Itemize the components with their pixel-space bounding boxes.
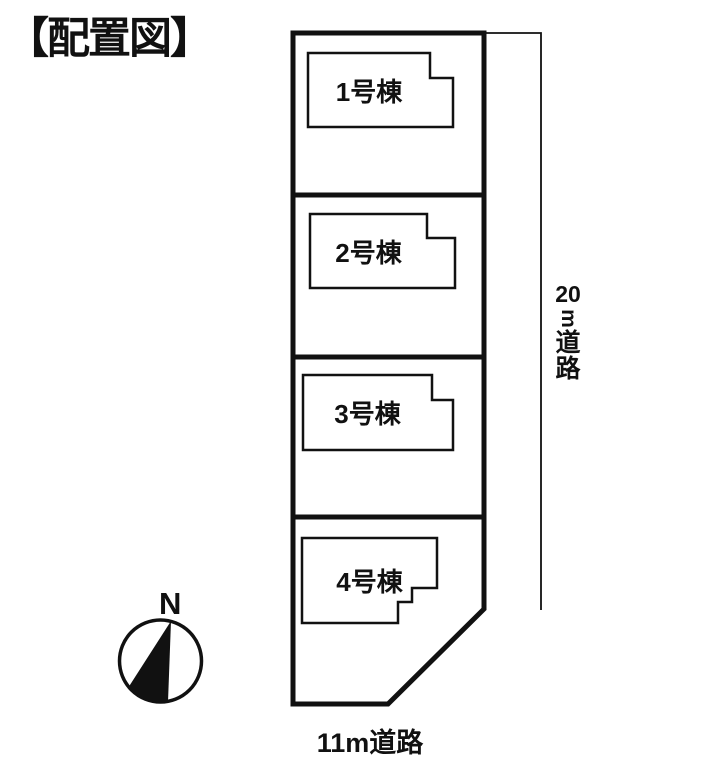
page-title: 【配置図】 (6, 15, 213, 63)
building-4-footprint (300, 536, 439, 625)
building-2-label: 2号棟 (335, 237, 402, 268)
building-2-footprint (308, 212, 457, 290)
building-3-footprint (301, 373, 455, 452)
east-road-kanji-2: 路 (555, 355, 581, 383)
east-road-dimension-line (486, 32, 542, 610)
east-road-width-unit: m (556, 309, 580, 328)
north-compass-icon (117, 618, 204, 704)
east-road-label: 20 m 道 路 (548, 283, 588, 382)
parcel-outline (290, 30, 487, 707)
building-1-footprint (306, 51, 455, 129)
building-1-label: 1号棟 (335, 76, 403, 107)
south-road-label: 11m道路 (316, 728, 424, 758)
building-4-label: 4号棟 (336, 566, 403, 597)
compass-north-letter: N (159, 586, 182, 621)
east-road-kanji-1: 道 (555, 329, 581, 357)
east-road-width-number: 20 (555, 281, 581, 307)
building-3-label: 3号棟 (334, 399, 401, 429)
